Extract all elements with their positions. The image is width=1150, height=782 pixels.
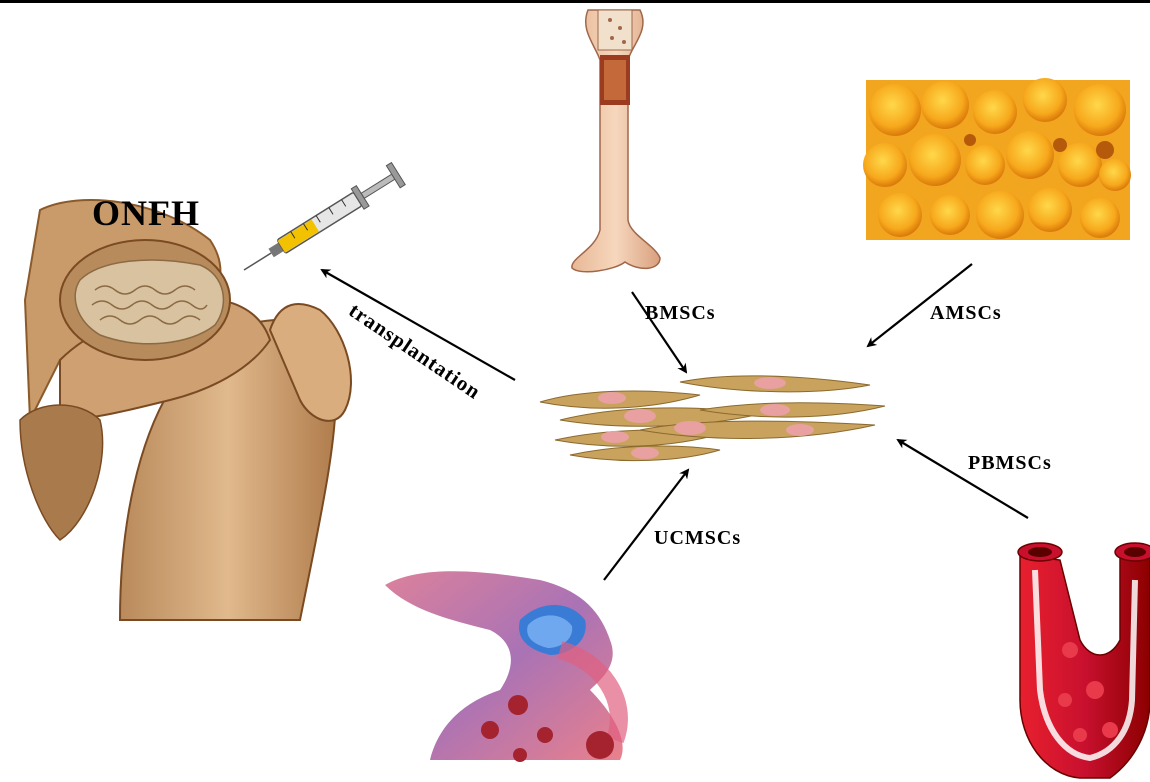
ucmscs-label: UCMSCs: [654, 527, 741, 550]
pbmscs-label: PBMSCs: [968, 452, 1052, 475]
bmscs-label: BMSCs: [645, 302, 716, 325]
amscs-label: AMSCs: [930, 302, 1002, 325]
onfh-label: ONFH: [92, 192, 200, 234]
syringe-icon: [237, 163, 405, 281]
arrow-ucmscs: [604, 470, 688, 580]
femur-icon: [20, 200, 351, 620]
blood-vessel-icon: [1018, 543, 1150, 778]
stem-cells-icon: [540, 376, 885, 461]
adipose-tissue-icon: [863, 78, 1131, 240]
long-bone-icon: [572, 10, 660, 272]
umbilical-cord-icon: [385, 571, 623, 762]
